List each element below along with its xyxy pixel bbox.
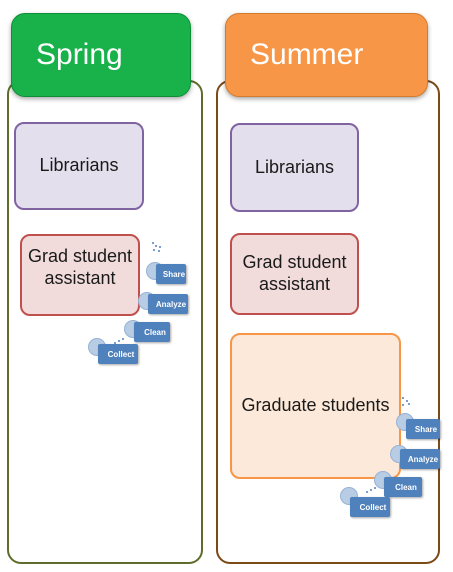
clean-step-label: Clean — [384, 477, 422, 497]
lifecycle-dot — [152, 242, 154, 244]
spring-lifecycle-graphic: Share Analyze Clean Collect — [86, 238, 196, 368]
summer-lifecycle-graphic: Share Analyze Clean Collect — [338, 395, 448, 525]
lifecycle-dot — [159, 246, 161, 248]
lifecycle-dot — [374, 487, 376, 489]
spring-header: Spring — [11, 13, 191, 97]
lifecycle-dot — [408, 403, 410, 405]
lifecycle-dot — [402, 404, 404, 406]
lifecycle-dot — [370, 489, 372, 491]
summer-graduate-students-box: Graduate students — [230, 333, 401, 479]
spring-librarians-label: Librarians — [39, 155, 119, 176]
lifecycle-dot — [153, 249, 155, 251]
lifecycle-dot — [406, 400, 408, 402]
clean-step-label: Clean — [134, 322, 170, 342]
summer-librarians-label: Librarians — [254, 156, 335, 177]
lifecycle-dot — [122, 338, 124, 340]
summer-grad-assistant-label: Grad student assistant — [242, 252, 347, 294]
collect-step-label: Collect — [350, 497, 390, 517]
lifecycle-dot — [114, 342, 116, 344]
lifecycle-dot — [155, 245, 157, 247]
spring-title: Spring — [36, 38, 123, 71]
share-step-label: Share — [406, 419, 440, 439]
lifecycle-dot — [118, 340, 120, 342]
summer-librarians-box: Librarians — [230, 123, 359, 212]
share-step-label: Share — [156, 264, 186, 284]
analyze-step-label: Analyze — [148, 294, 188, 314]
summer-title: Summer — [250, 38, 364, 71]
summer-grad-assistant-box: Grad student assistant — [230, 233, 359, 315]
spring-librarians-box: Librarians — [14, 122, 144, 210]
lifecycle-dot — [158, 250, 160, 252]
spring-grad-assistant-box: Grad student assistant — [20, 234, 140, 316]
analyze-step-label: Analyze — [400, 449, 440, 469]
collect-step-label: Collect — [98, 344, 138, 364]
summer-graduate-students-label: Graduate students — [241, 395, 390, 415]
lifecycle-dot — [366, 491, 368, 493]
spring-grad-assistant-label: Grad student assistant — [27, 246, 133, 288]
lifecycle-dot — [402, 397, 404, 399]
summer-header: Summer — [225, 13, 428, 97]
